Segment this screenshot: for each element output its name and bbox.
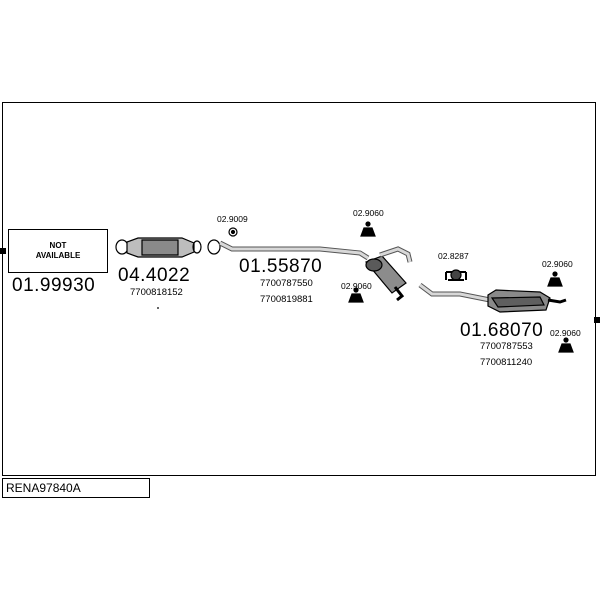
diagram-code-box: RENA97840A (2, 478, 150, 498)
clamp-b-part (445, 269, 467, 281)
catalyst-oem: 7700818152 (130, 287, 183, 298)
rear-silencer-oem-1: 7700787553 (480, 341, 533, 352)
rear-silencer-number: 01.68070 (460, 320, 544, 341)
frame-marker-left (0, 248, 6, 254)
diagram-frame (2, 102, 596, 476)
diagram-code: RENA97840A (6, 481, 81, 495)
clamp-a-label: 02.9009 (217, 214, 248, 224)
mount-a-part (360, 221, 376, 237)
not-available-line1: NOT (49, 241, 67, 250)
clamp-b-label: 02.8287 (438, 251, 469, 261)
rear-silencer-oem-2: 7700811240 (480, 357, 533, 368)
middle-pipe-oem-2: 7700819881 (260, 294, 313, 305)
middle-pipe-number: 01.55870 (239, 256, 323, 277)
not-available-line2: AVAILABLE (35, 251, 81, 260)
frame-marker-right (594, 317, 600, 323)
mount-d-part (558, 337, 574, 353)
middle-pipe-oem-1: 7700787550 (260, 278, 313, 289)
not-available-box: NOT AVAILABLE (8, 229, 108, 273)
middle-pipe-part (207, 239, 413, 302)
mount-c-label: 02.9060 (542, 259, 573, 269)
mount-a-label: 02.9060 (353, 208, 384, 218)
mount-d-label: 02.9060 (550, 328, 581, 338)
mount-b-part (348, 287, 364, 303)
front-pipe-number: 01.99930 (12, 275, 96, 296)
mount-c-part (547, 271, 563, 287)
catalyst-part (115, 237, 202, 309)
rear-silencer-part (418, 283, 567, 313)
clamp-a-part (228, 227, 238, 237)
mount-b-label: 02.9060 (341, 281, 372, 291)
catalyst-number: 04.4022 (118, 265, 191, 286)
